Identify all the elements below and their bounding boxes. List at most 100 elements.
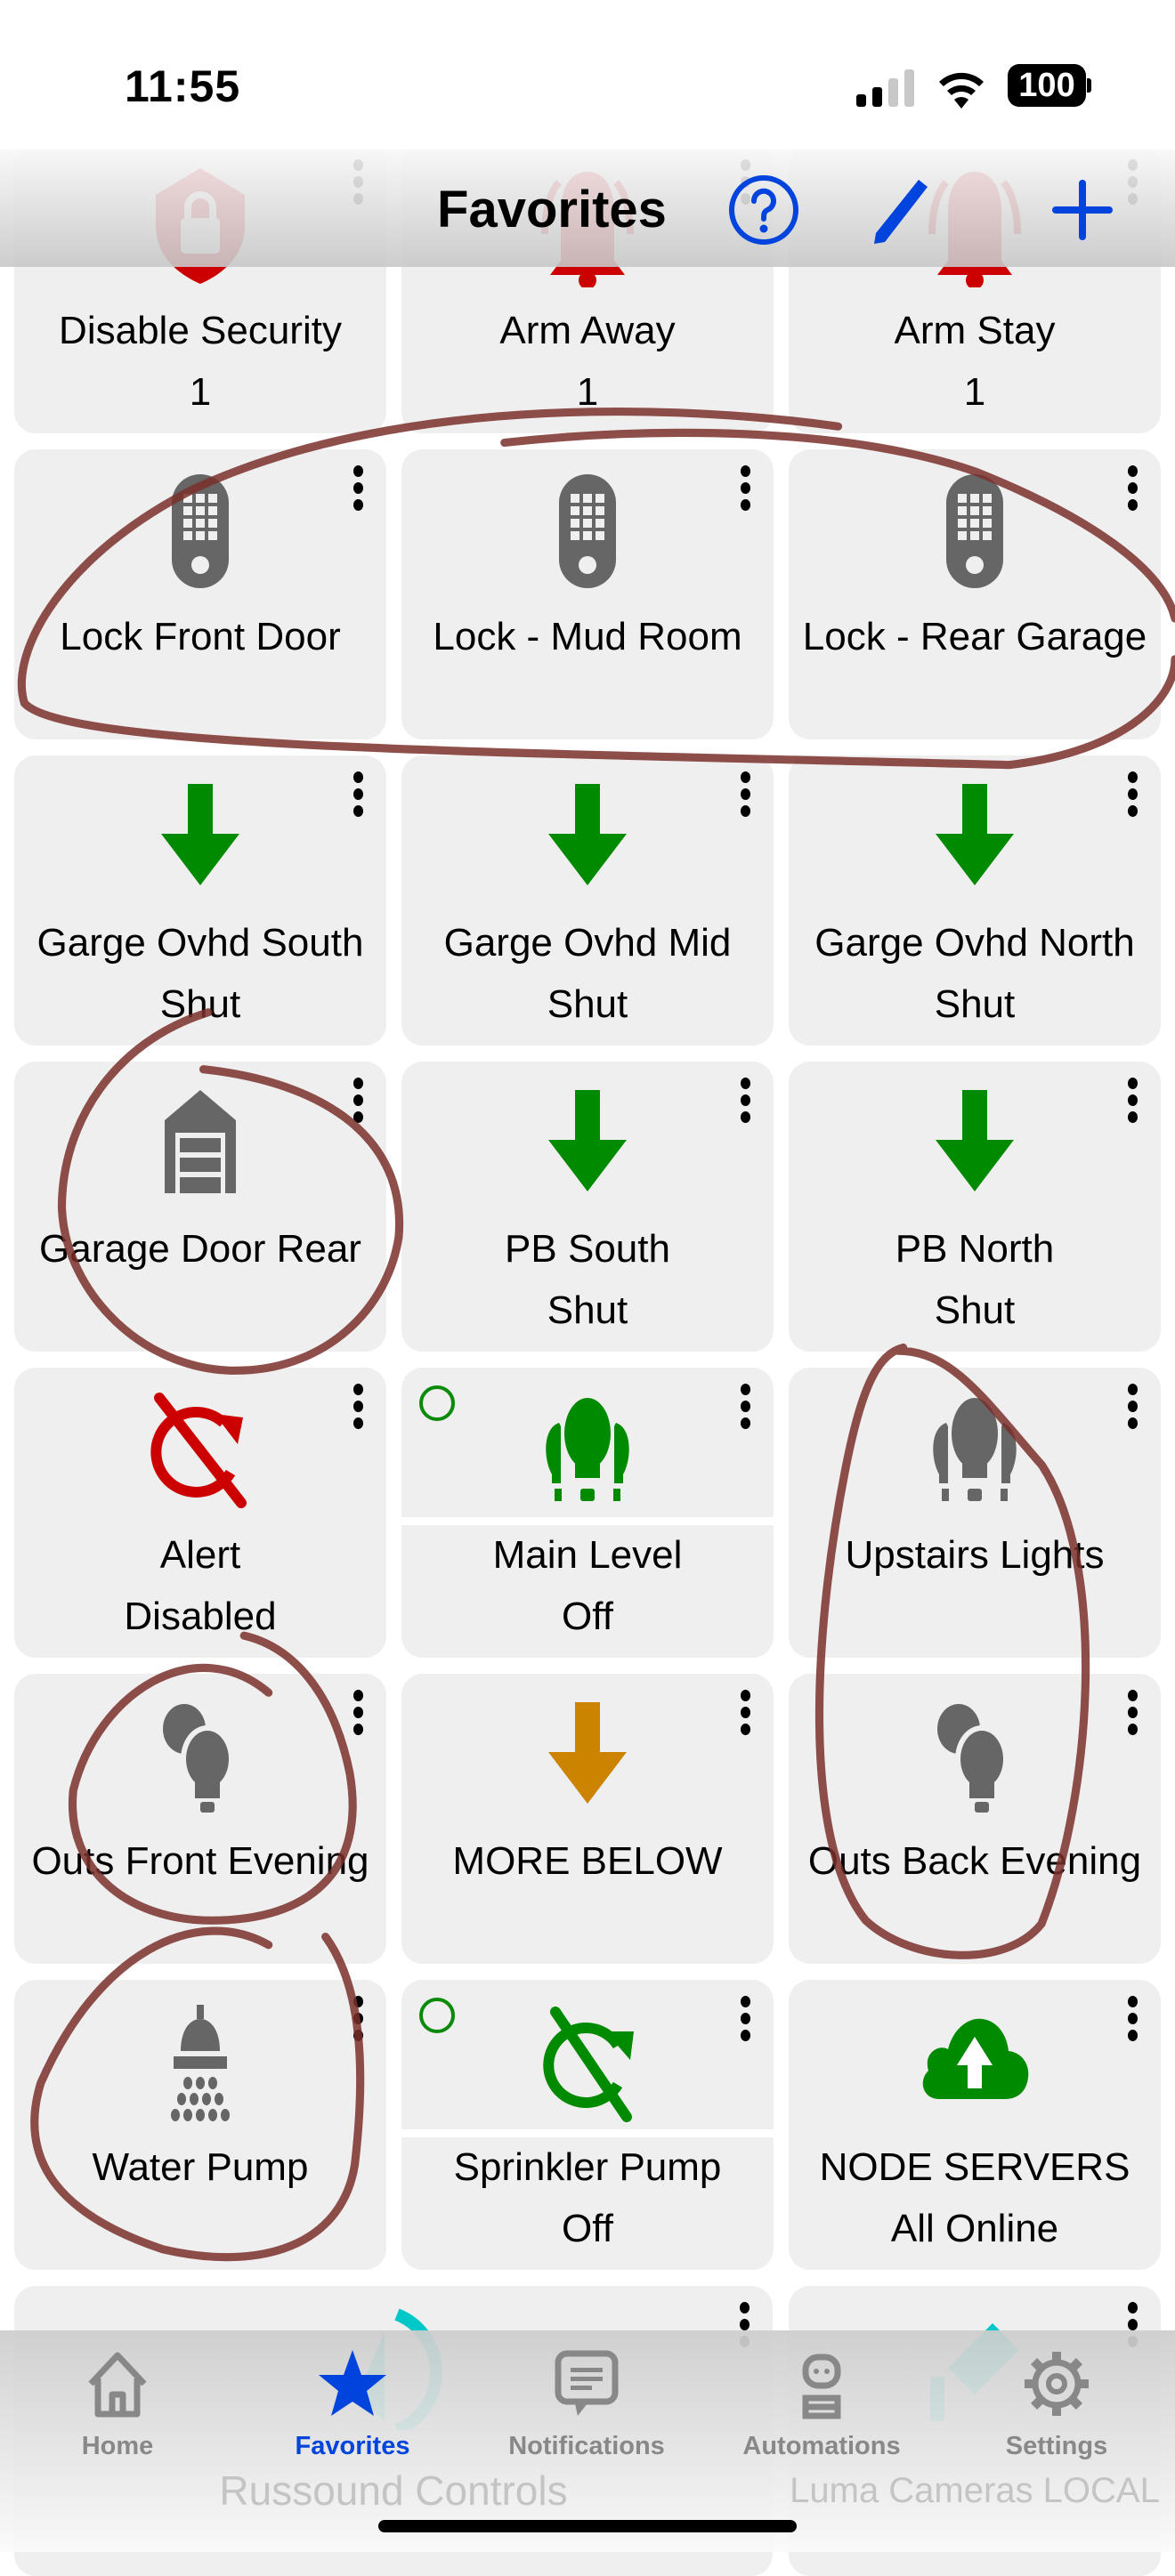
- tile-status: All Online: [890, 2207, 1059, 2250]
- more-options-icon[interactable]: [736, 465, 754, 519]
- tab-label: Home: [81, 2432, 154, 2460]
- tile-upstairs-lights[interactable]: Upstairs Lights: [789, 1368, 1161, 1658]
- tile-label: Alert: [159, 1533, 241, 1577]
- more-options-icon[interactable]: [1123, 1996, 1141, 2049]
- arrow-down-icon: [525, 1693, 650, 1818]
- robot-icon: [802, 2354, 841, 2419]
- tile-label: Main Level: [492, 1533, 683, 1577]
- more-options-icon[interactable]: [349, 1384, 367, 1437]
- garage-icon: [138, 1081, 263, 1206]
- alert-disabled-icon: [138, 1387, 263, 1512]
- tile-status: Shut: [547, 982, 628, 1026]
- tile-label: Garge Ovhd South: [36, 921, 364, 965]
- tile-garage-door-rear[interactable]: Garage Door Rear: [14, 1062, 386, 1352]
- tab-settings[interactable]: Settings: [950, 2348, 1163, 2482]
- more-options-icon[interactable]: [349, 1690, 367, 1743]
- status-bar: 11:55 100: [0, 0, 1175, 149]
- arrow-down-icon: [525, 775, 650, 900]
- sprinkler-disabled-icon: [525, 1999, 650, 2124]
- tile-lock-front-door[interactable]: Lock Front Door: [14, 449, 386, 739]
- keypad-lock-icon: [525, 469, 650, 594]
- tile-more-below[interactable]: MORE BELOW: [401, 1674, 774, 1964]
- more-options-icon[interactable]: [349, 1078, 367, 1131]
- keypad-lock-icon: [912, 469, 1037, 594]
- bulb-group-icon: [525, 1387, 650, 1512]
- bulb-pair-icon: [912, 1693, 1037, 1818]
- tile-label: PB North: [895, 1227, 1055, 1271]
- status-ring-icon[interactable]: [419, 1385, 455, 1421]
- tile-label: Lock Front Door: [60, 615, 341, 658]
- tab-label: Automations: [742, 2432, 901, 2460]
- tab-home[interactable]: Home: [11, 2348, 224, 2482]
- shower-icon: [138, 1999, 263, 2124]
- tab-label: Favorites: [295, 2432, 410, 2460]
- arrow-down-icon: [912, 775, 1037, 900]
- tab-automations[interactable]: Automations: [715, 2348, 928, 2482]
- tile-label: Lock - Rear Garage: [802, 615, 1147, 658]
- home-icon: [88, 2352, 147, 2418]
- tile-label: Outs Back Evening: [807, 1839, 1142, 1883]
- tile-status: Shut: [159, 982, 241, 1026]
- bulb-group-icon: [912, 1387, 1037, 1512]
- more-options-icon[interactable]: [736, 1690, 754, 1743]
- more-options-icon[interactable]: [349, 771, 367, 825]
- more-options-icon[interactable]: [1123, 1690, 1141, 1743]
- tile-status: 1: [189, 370, 212, 414]
- tile-outs-back-evening[interactable]: Outs Back Evening: [789, 1674, 1161, 1964]
- more-options-icon[interactable]: [1123, 1384, 1141, 1437]
- tile-lock-rear-garage[interactable]: Lock - Rear Garage: [789, 449, 1161, 739]
- tile-status: Off: [562, 1595, 613, 1638]
- help-icon[interactable]: [728, 174, 799, 246]
- more-options-icon[interactable]: [736, 1996, 754, 2049]
- tile-label-russound-controls[interactable]: Russound Controls: [219, 2467, 568, 2514]
- more-options-icon[interactable]: [1123, 771, 1141, 825]
- tile-status: 1: [963, 370, 986, 414]
- tile-label: Lock - Mud Room: [433, 615, 742, 658]
- more-options-icon[interactable]: [1123, 465, 1141, 519]
- tile-label-luma-cameras[interactable]: Luma Cameras LOCAL: [790, 2471, 1160, 2510]
- tile-outs-front-evening[interactable]: Outs Front Evening: [14, 1674, 386, 1964]
- more-options-icon[interactable]: [736, 1384, 754, 1437]
- tile-label: Upstairs Lights: [845, 1533, 1105, 1577]
- tile-status: Shut: [934, 1288, 1016, 1332]
- more-options-icon[interactable]: [349, 1996, 367, 2049]
- tile-label: Garge Ovhd Mid: [443, 921, 732, 965]
- battery-tip: [1087, 78, 1091, 93]
- tile-lock-mud-room[interactable]: Lock - Mud Room: [401, 449, 774, 739]
- more-options-icon[interactable]: [349, 465, 367, 519]
- tile-label: Arm Away: [499, 309, 676, 352]
- star-icon: [319, 2350, 386, 2416]
- tile-label: Garage Door Rear: [39, 1227, 361, 1271]
- tile-label: Outs Front Evening: [31, 1839, 369, 1883]
- page-title: Favorites: [437, 181, 667, 238]
- more-options-icon[interactable]: [1123, 1078, 1141, 1131]
- gear-icon: [1025, 2352, 1089, 2416]
- tile-status: 1: [576, 370, 599, 414]
- tab-notifications[interactable]: Notifications: [480, 2348, 693, 2482]
- tile-label: Water Pump: [92, 2145, 309, 2189]
- tile-status: Disabled: [124, 1595, 277, 1638]
- edit-pencil-icon[interactable]: [862, 174, 933, 246]
- arrow-down-icon: [525, 1081, 650, 1206]
- tile-label: Disable Security: [59, 309, 342, 352]
- tile-water-pump[interactable]: Water Pump: [14, 1980, 386, 2270]
- tile-status: Shut: [934, 982, 1016, 1026]
- tile-label: PB South: [505, 1227, 670, 1271]
- more-options-icon[interactable]: [736, 1078, 754, 1131]
- more-options-icon[interactable]: [736, 771, 754, 825]
- add-plus-icon[interactable]: [1047, 174, 1118, 246]
- tile-label: Sprinkler Pump: [453, 2145, 722, 2189]
- status-time: 11:55: [125, 61, 241, 111]
- status-ring-icon[interactable]: [419, 1998, 455, 2033]
- tab-favorites[interactable]: Favorites: [246, 2348, 459, 2482]
